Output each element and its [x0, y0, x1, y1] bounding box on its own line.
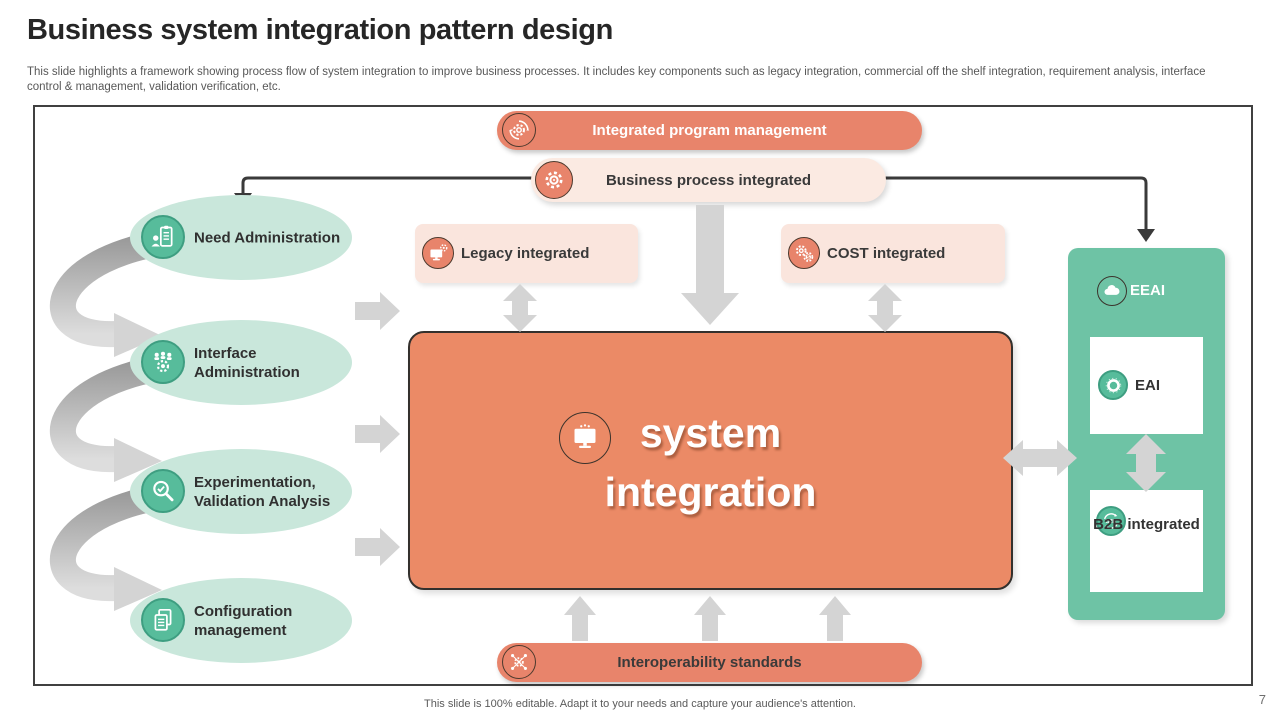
panel-title: EEAI [1130, 282, 1166, 299]
monitor-icon [559, 412, 611, 464]
cloud-icon [1097, 276, 1127, 306]
banner-label: Business process integrated [605, 171, 812, 189]
magnifier-check-icon [141, 469, 185, 513]
network-gear-icon [502, 645, 536, 679]
gear-icon [535, 161, 573, 199]
ring-icon [1098, 370, 1128, 400]
banner-business-process: Business process integrated [531, 158, 886, 202]
gears-dollar-icon [788, 237, 820, 269]
banner-label: Interoperability standards [617, 654, 802, 671]
footer-note: This slide is 100% editable. Adapt it to… [424, 698, 856, 710]
step-label: Interface Administration [194, 344, 300, 381]
stacked-documents-icon [141, 598, 185, 642]
box-legacy-integrated: Legacy integrated [415, 224, 638, 283]
panel-item-eai: EAI [1090, 337, 1203, 434]
step-label: Experimentation, Validation Analysis [194, 473, 331, 510]
banner-interoperability: Interoperability standards [497, 643, 922, 682]
eeai-panel: EEAI EAI B2B integrated [1068, 248, 1225, 620]
panel-item-label: EAI [1135, 377, 1161, 394]
step-interface-administration: Interface Administration [130, 320, 352, 405]
step-label: Configuration management [194, 602, 293, 639]
step-label: Need Administration [194, 228, 341, 246]
panel-item-b2b-integrated: B2B integrated [1090, 490, 1203, 592]
person-clipboard-icon [141, 215, 185, 259]
page-description: This slide highlights a framework showin… [27, 66, 1206, 93]
monitor-gear-icon [422, 237, 454, 269]
banner-program-management: Integrated program management [497, 111, 922, 150]
box-cost-integrated: COST integrated [781, 224, 1005, 283]
step-configuration-management: Configuration management [130, 578, 352, 663]
panel-item-label: B2B integrated [1093, 516, 1200, 533]
step-experimentation-validation: Experimentation, Validation Analysis [130, 449, 352, 534]
gear-sync-icon [502, 113, 536, 147]
step-need-administration: Need Administration [130, 195, 352, 280]
box-label: Legacy integrated [461, 245, 590, 262]
page-title: Business system integration pattern desi… [27, 14, 613, 46]
page-number: 7 [1258, 692, 1266, 707]
team-gear-icon [141, 340, 185, 384]
system-integration-label: system integration [604, 410, 817, 515]
b2b-cycle-icon [1096, 506, 1126, 536]
banner-label: Integrated program management [592, 122, 827, 139]
box-label: COST integrated [827, 245, 946, 262]
diagram-frame [33, 105, 1253, 686]
system-integration-box: system integration [408, 331, 1013, 590]
